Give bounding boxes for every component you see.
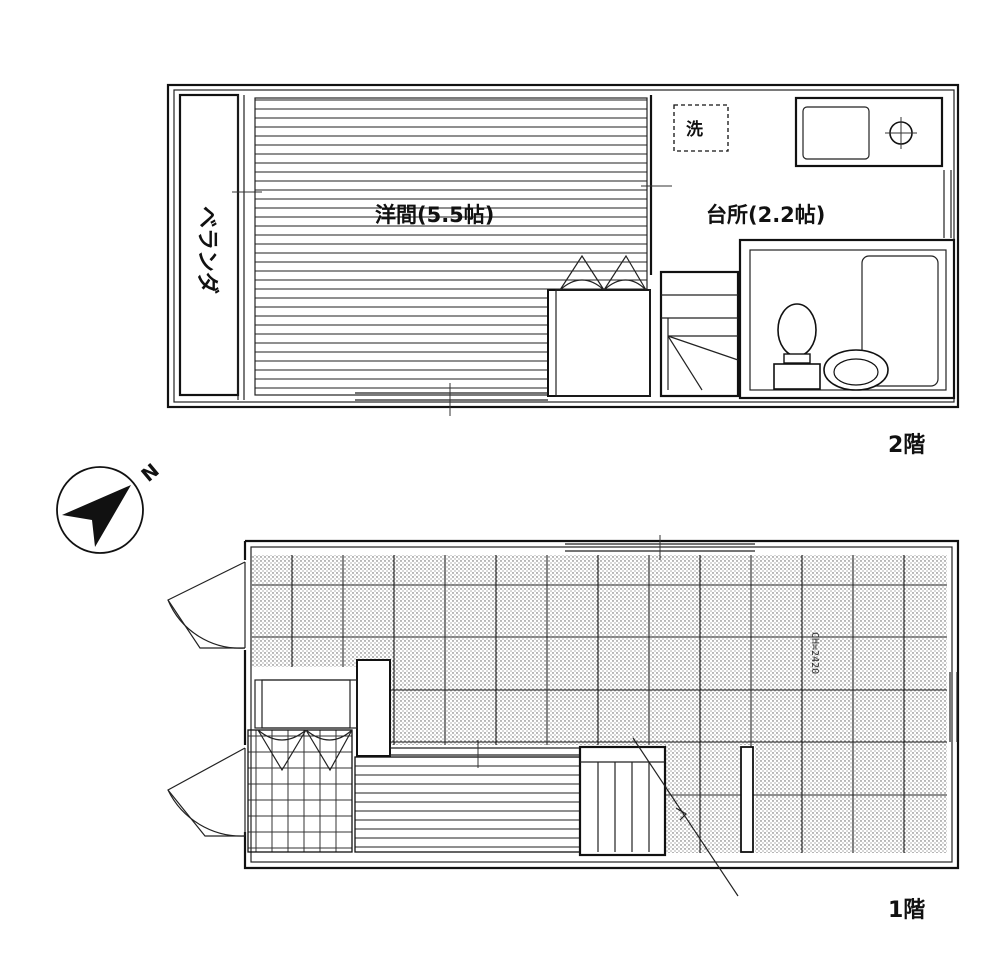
washer-space <box>673 104 729 152</box>
stairs-2f <box>659 270 740 398</box>
floor2-title: 2階 <box>888 433 925 458</box>
veranda <box>178 93 262 400</box>
closet-2f <box>547 254 651 397</box>
window-2f <box>355 383 548 416</box>
ceiling-height-note: CH=2420 <box>809 632 820 674</box>
washer-label: 洗 <box>686 119 703 140</box>
partition-wall <box>740 746 754 853</box>
north-label: N <box>137 460 163 487</box>
kitchen-counter <box>794 96 952 238</box>
floor2-plan: ベランダ 洋間(5.5帖) 台所(2.2帖) 洗 2階 <box>166 83 960 458</box>
floor2-outer-wall <box>166 83 960 409</box>
pillar <box>356 659 391 757</box>
unit-bath <box>738 238 956 400</box>
floor1-plan: CH=2420 1階 <box>167 535 960 923</box>
north-arrow-icon <box>62 485 131 547</box>
veranda-label: ベランダ <box>194 206 220 294</box>
floor1-wood-area <box>354 740 581 853</box>
stairs-1f <box>578 737 739 897</box>
floor1-title: 1階 <box>888 898 925 923</box>
entrance-door-upper <box>167 561 246 649</box>
western-room-label: 洋間(5.5帖) <box>375 203 494 227</box>
compass: N <box>56 460 164 554</box>
tiled-floor <box>252 555 947 853</box>
window-1f-top <box>565 535 755 560</box>
window-1f-right <box>949 672 958 742</box>
toilet-icon <box>773 303 821 390</box>
kitchen-label: 台所(2.2帖) <box>706 203 825 227</box>
washbasin-icon <box>823 349 889 391</box>
entrance-door-lower <box>167 747 246 837</box>
shoe-storage <box>247 679 358 853</box>
